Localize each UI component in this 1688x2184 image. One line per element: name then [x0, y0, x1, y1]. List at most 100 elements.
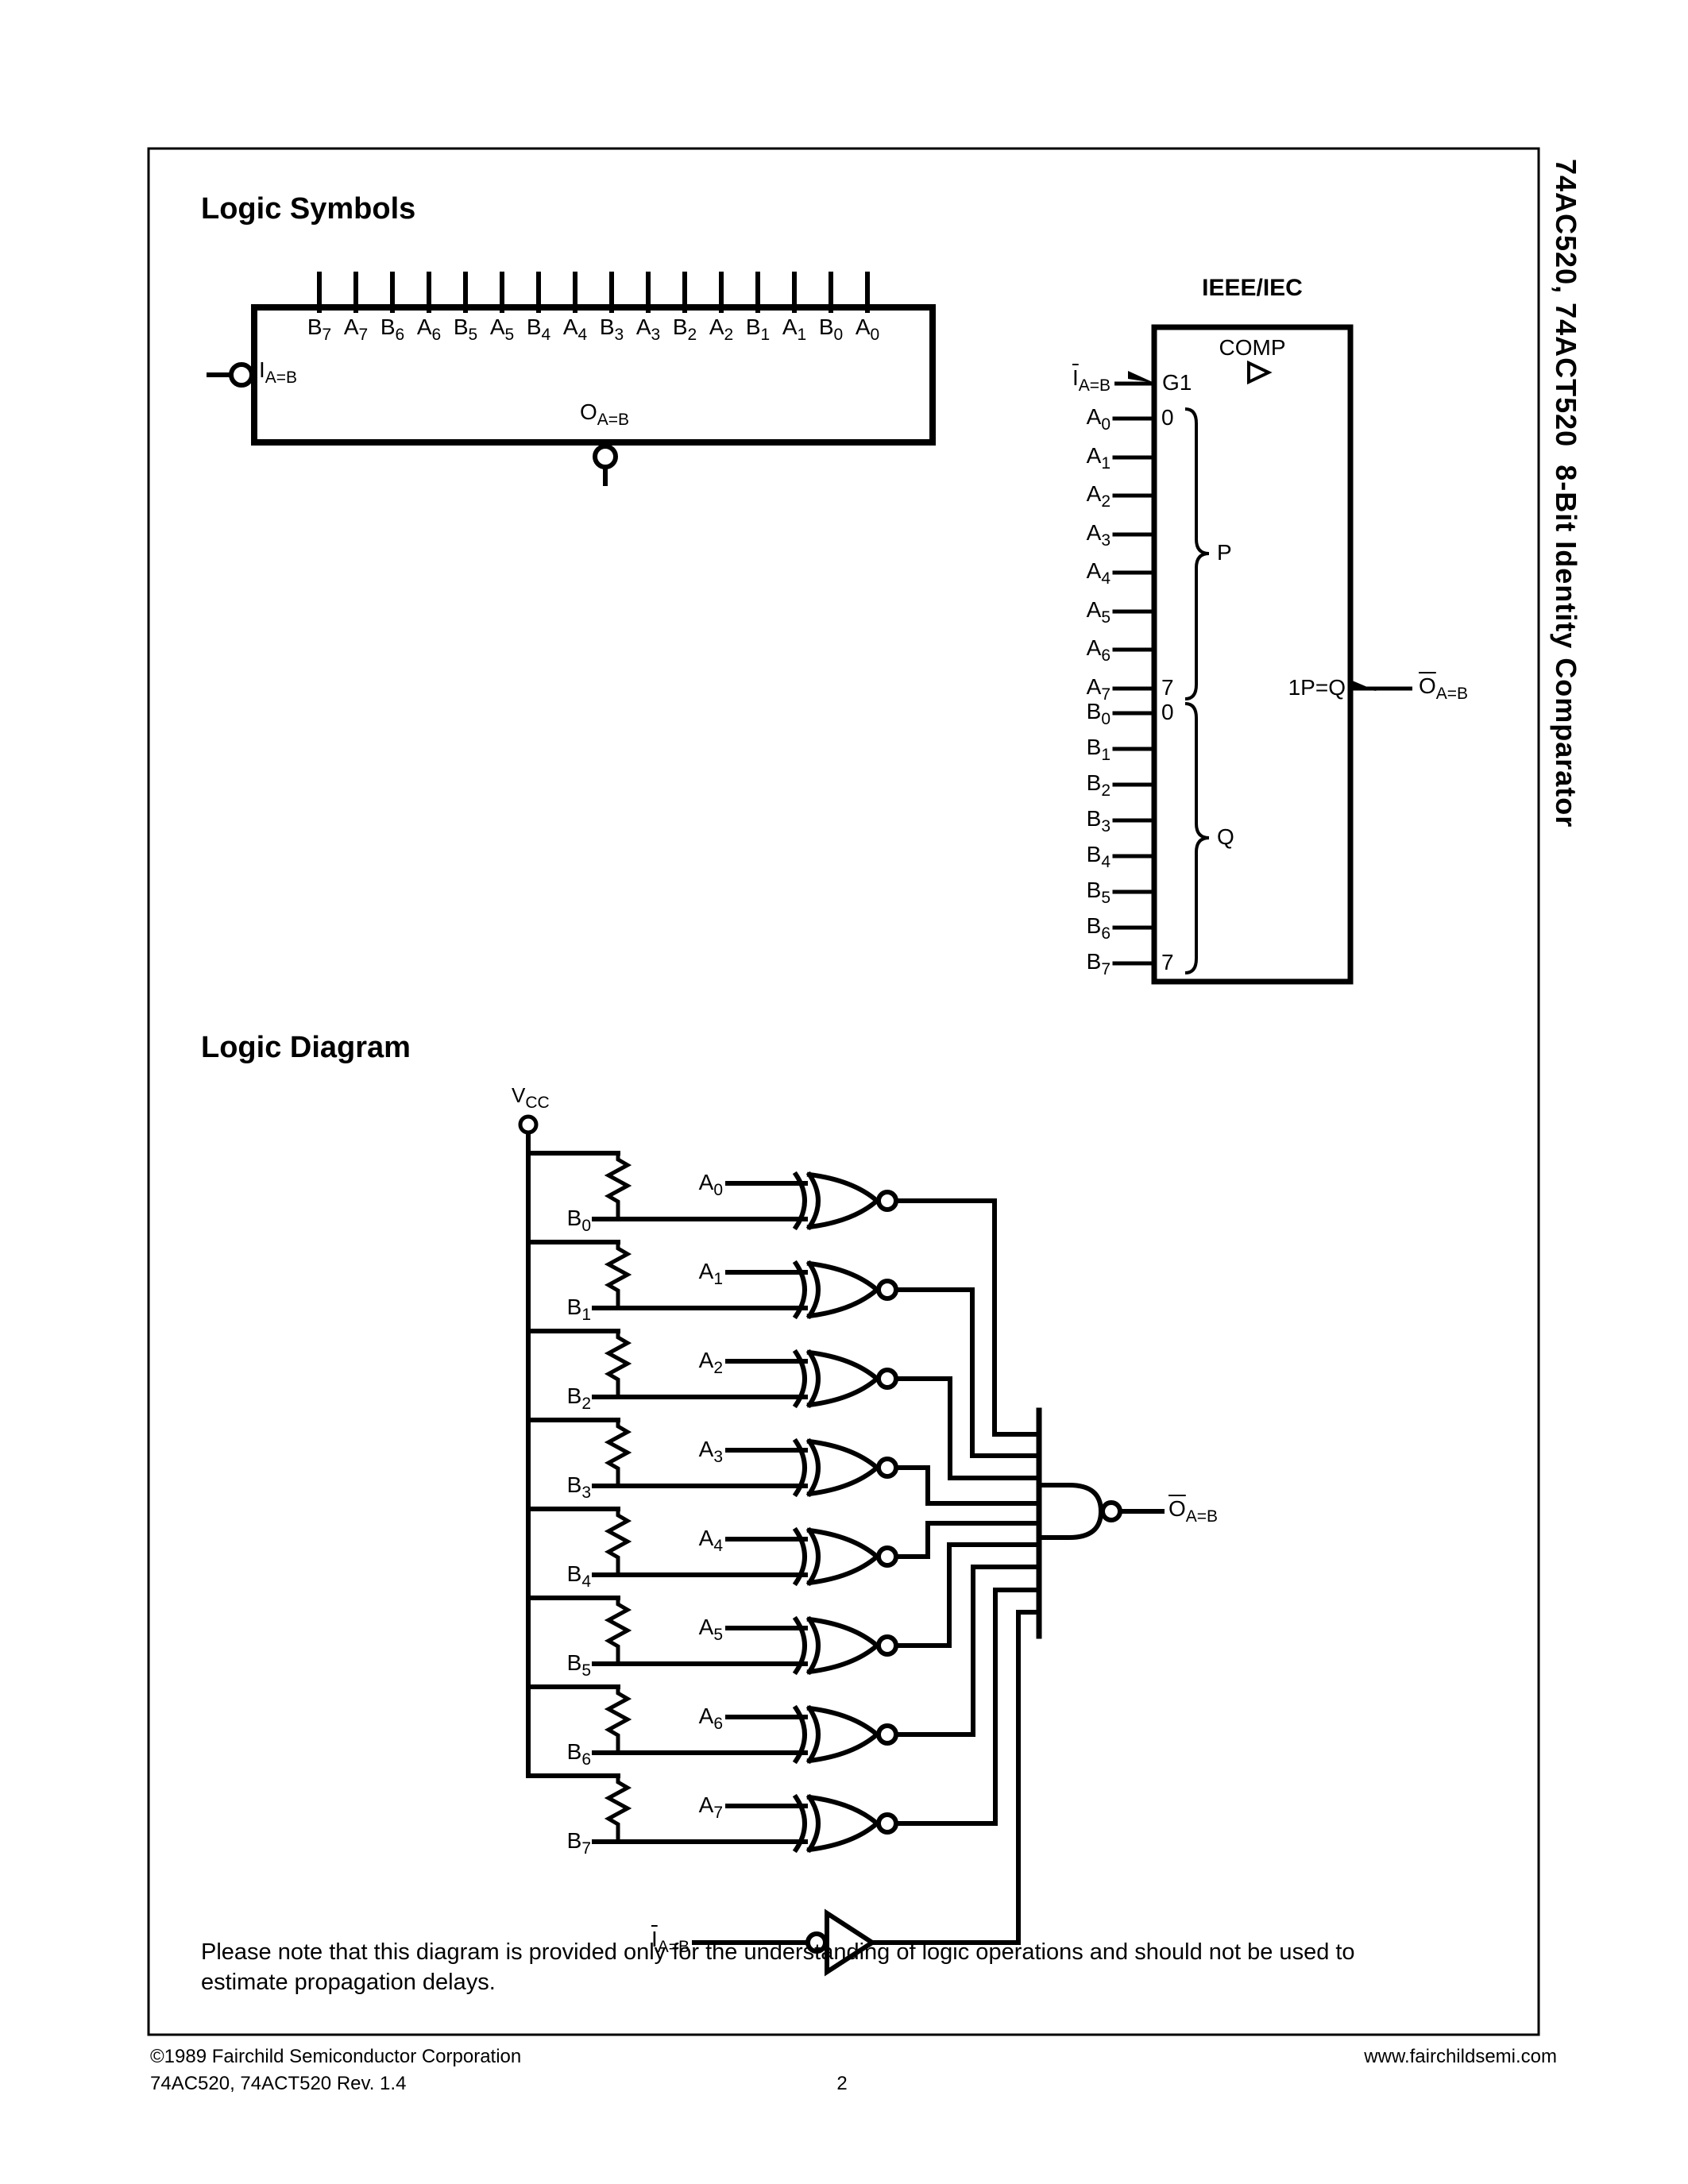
ieee-pin-label-a4-base: A — [1086, 558, 1102, 583]
pin-label-b1-sub: 1 — [760, 326, 771, 344]
ieee-pin-label-b1-sub: 1 — [1101, 746, 1111, 764]
pin-label-b1: B1 — [726, 314, 790, 344]
pin-label-b1-base: B — [745, 314, 761, 339]
ieee-output-label: OA=B — [1419, 675, 1469, 703]
a-label-1-sub: 1 — [713, 1270, 723, 1288]
xnor-invert-bubble-3 — [876, 1457, 898, 1479]
ieee-output-sub: A=B — [1435, 685, 1469, 703]
ieee-enable-base: I — [1072, 365, 1079, 390]
p-group-label: P — [1217, 540, 1232, 565]
ieee-pin-label-b2-base: B — [1086, 770, 1102, 795]
ieee-pin-label-a7-sub: 7 — [1101, 685, 1111, 704]
ieee-pin-label-a3-base: A — [1086, 520, 1102, 545]
ieee-pin-label-b6: B6 — [1039, 913, 1111, 943]
xnor-output-route-5 — [894, 1542, 1038, 1648]
a-label-7-base: A — [698, 1792, 714, 1817]
b-range-top: 0 — [1161, 700, 1174, 724]
xnor-invert-bubble-0 — [876, 1190, 898, 1212]
xnor-gate-body-4 — [805, 1526, 881, 1587]
ieee-pin-label-a7-base: A — [1086, 674, 1102, 699]
pin-label-b7-base: B — [307, 314, 323, 339]
ieee-pin-label-b1: B1 — [1039, 735, 1111, 764]
footer-copyright: ©1989 Fairchild Semiconductor Corporatio… — [150, 2046, 522, 2067]
ieee-pin-label-b7-base: B — [1086, 949, 1102, 974]
pin-label-b6-base: B — [380, 314, 396, 339]
pin-label-a7-base: A — [343, 314, 359, 339]
symbol-output-base: O — [580, 399, 597, 424]
logic-diagram-fixed — [518, 1114, 1165, 1977]
ieee-pin-label-a3: A3 — [1039, 520, 1111, 550]
symbol-output-sub: A=B — [597, 411, 630, 429]
note-line-2: estimate propagation delays. — [201, 1970, 496, 1995]
page-border — [147, 147, 1540, 2036]
a-label-0: A0 — [651, 1171, 723, 1199]
a-label-3-base: A — [698, 1437, 714, 1461]
ieee-pin-label-b6-base: B — [1086, 913, 1102, 938]
ieee-iec-title: IEEE/IEC — [1202, 275, 1303, 301]
pin-label-b0: B0 — [799, 316, 863, 344]
pin-label-a3: A3 — [616, 316, 680, 344]
oa-b-invert-bubble — [593, 444, 618, 469]
b-label-0-base: B — [566, 1206, 582, 1230]
xnor-back-arc-3 — [792, 1437, 807, 1498]
xnor-back-arc-1 — [792, 1260, 807, 1320]
ieee-enable-label: IA=B — [1015, 365, 1111, 395]
pin-label-b5-sub: 5 — [468, 326, 478, 344]
ieee-pin-label-a2-sub: 2 — [1101, 492, 1111, 511]
ieee-pin-label-b3-sub: 3 — [1101, 817, 1111, 835]
pin-label-b5-base: B — [453, 314, 469, 339]
ieee-pin-label-b4-sub: 4 — [1101, 853, 1111, 871]
xnor-output-route-6 — [894, 1565, 1038, 1737]
pin-label-a1: A1 — [763, 316, 826, 344]
ieee-pin-label-a2-base: A — [1086, 481, 1102, 506]
b-label-7: B7 — [520, 1830, 591, 1858]
b-label-4-sub: 4 — [581, 1572, 591, 1591]
ieee-pin-label-a0: A0 — [1039, 406, 1111, 434]
pin-label-b4: B4 — [507, 316, 570, 344]
b-label-4: B4 — [520, 1563, 591, 1591]
pin-label-b3: B3 — [580, 316, 643, 344]
footer-page-number: 2 — [836, 2073, 848, 2094]
ieee-pin-label-a4: A4 — [1039, 558, 1111, 588]
ieee-pin-label-a3-sub: 3 — [1101, 531, 1111, 550]
pin-label-a1-sub: 1 — [797, 326, 807, 344]
xnor-back-arc-2 — [792, 1349, 807, 1409]
a-label-7-sub: 7 — [713, 1804, 723, 1822]
a-label-5-base: A — [698, 1615, 714, 1639]
ieee-pin-label-b7-sub: 7 — [1101, 960, 1111, 978]
pin-label-a5: A5 — [470, 316, 534, 344]
b-label-1-base: B — [566, 1295, 582, 1319]
xnor-invert-bubble-1 — [876, 1279, 898, 1301]
g1-pin-label: G1 — [1162, 370, 1192, 395]
xnor-output-route-1 — [894, 1287, 1038, 1458]
xnor-gate-body-5 — [805, 1615, 881, 1676]
symbol-output-label: OA=B — [580, 399, 630, 429]
q-group-brace — [1184, 702, 1210, 974]
diagram-output-label: OA=B — [1168, 1498, 1218, 1526]
pullup-resistor-1 — [604, 1240, 632, 1310]
b-label-3: B3 — [520, 1474, 591, 1502]
xnor-invert-bubble-4 — [876, 1545, 898, 1568]
vcc-base: V — [512, 1083, 526, 1107]
vcc-sub: CC — [525, 1094, 550, 1112]
pin-label-a6-base: A — [416, 314, 432, 339]
ieee-pin-label-a6-sub: 6 — [1101, 646, 1111, 665]
symbol-input-sub: A=B — [265, 369, 298, 387]
pin-label-b4-sub: 4 — [541, 326, 551, 344]
ieee-pin-label-a5-base: A — [1086, 597, 1102, 622]
output-polarity-wedge-icon — [1350, 680, 1377, 691]
a-label-2-base: A — [698, 1348, 714, 1372]
ieee-pin-label-b1-base: B — [1086, 735, 1102, 759]
ieee-pin-label-b3: B3 — [1039, 808, 1111, 835]
b-label-5-sub: 5 — [581, 1661, 591, 1680]
xnor-output-route-4 — [894, 1521, 1038, 1559]
pin-label-b7-sub: 7 — [322, 326, 332, 344]
ieee-pin-label-a7: A7 — [1039, 674, 1111, 704]
pin-label-a7-sub: 7 — [358, 326, 369, 344]
g1-polarity-wedge-icon — [1128, 371, 1154, 383]
ieee-iec-symbol — [1114, 324, 1412, 985]
ieee-pin-label-a6: A6 — [1039, 637, 1111, 665]
a-label-6-base: A — [698, 1704, 714, 1728]
pin-label-b2-base: B — [672, 314, 688, 339]
